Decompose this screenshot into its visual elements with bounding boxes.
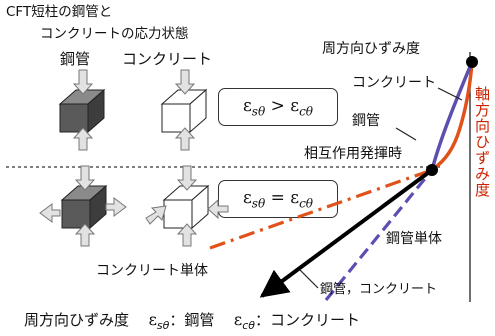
combined-arrow bbox=[259, 168, 434, 298]
interaction-point-label: 相互作用発揮時 bbox=[304, 146, 402, 162]
legend-item-steel: εsθ：鋼管 bbox=[148, 310, 215, 332]
title-line-1: CFT短柱の鋼管と bbox=[6, 4, 113, 20]
concrete-curve-leader bbox=[437, 87, 463, 101]
arrow-down-concrete-upper bbox=[174, 69, 196, 95]
arrow-inward-right-concrete-lower bbox=[207, 198, 229, 220]
concrete-curve-label: コンクリート bbox=[352, 75, 436, 91]
arrow-down-steel-lower bbox=[74, 165, 96, 191]
arrow-up-concrete-lower bbox=[176, 223, 198, 247]
arrow-inward-left-concrete-lower bbox=[145, 205, 167, 225]
condition-lower-text: εsθ = εcθ bbox=[242, 187, 314, 211]
arrow-down-steel-upper bbox=[72, 69, 94, 95]
steel-and-concrete-label: 鋼管，コンクリート bbox=[320, 282, 438, 297]
arrow-up-steel-lower bbox=[74, 223, 96, 247]
steel-curve bbox=[430, 61, 474, 171]
steel-alone-label: 鋼管単体 bbox=[386, 231, 442, 247]
steel-curve-label: 鋼管 bbox=[352, 113, 380, 129]
arrow-right-steel-lower bbox=[105, 197, 127, 217]
hoop-strain-axis-label: 周方向ひずみ度 bbox=[322, 41, 420, 57]
arrow-down-concrete-lower bbox=[176, 165, 198, 191]
concrete-block-lower bbox=[162, 184, 210, 230]
legend-prefix: 周方向ひずみ度 bbox=[24, 311, 130, 329]
legend: 周方向ひずみ度 εsθ：鋼管 εcθ：コンクリート bbox=[24, 310, 361, 332]
column-header-steel: 鋼管 bbox=[60, 50, 91, 68]
condition-box-lower: εsθ = εcθ bbox=[218, 180, 338, 218]
concrete-alone-label: コンクリート単体 bbox=[96, 263, 208, 279]
origin-point bbox=[466, 56, 478, 68]
concrete-alone-line bbox=[209, 168, 433, 250]
steel-block-lower bbox=[60, 184, 108, 230]
condition-box-upper: εsθ > εcθ bbox=[218, 88, 338, 126]
condition-upper-text: εsθ > εcθ bbox=[242, 95, 314, 119]
interaction-point bbox=[426, 164, 438, 176]
column-header-concrete: コンクリート bbox=[122, 50, 213, 68]
arrow-left-steel-lower bbox=[39, 203, 61, 223]
steel-alone-line bbox=[324, 168, 434, 302]
combined-leader bbox=[299, 269, 319, 289]
steel-block-upper bbox=[58, 88, 106, 134]
concrete-block-upper bbox=[160, 88, 208, 134]
arrow-up-concrete-upper bbox=[174, 127, 196, 151]
steel-curve-leader bbox=[395, 127, 417, 141]
axial-strain-axis-label: 軸方向ひずみ度 bbox=[473, 86, 491, 198]
concrete-curve bbox=[430, 61, 474, 172]
title-line-2: コンクリートの応力状態 bbox=[40, 26, 189, 42]
arrow-up-steel-upper bbox=[72, 127, 94, 151]
legend-item-concrete: εcθ：コンクリート bbox=[233, 310, 361, 332]
